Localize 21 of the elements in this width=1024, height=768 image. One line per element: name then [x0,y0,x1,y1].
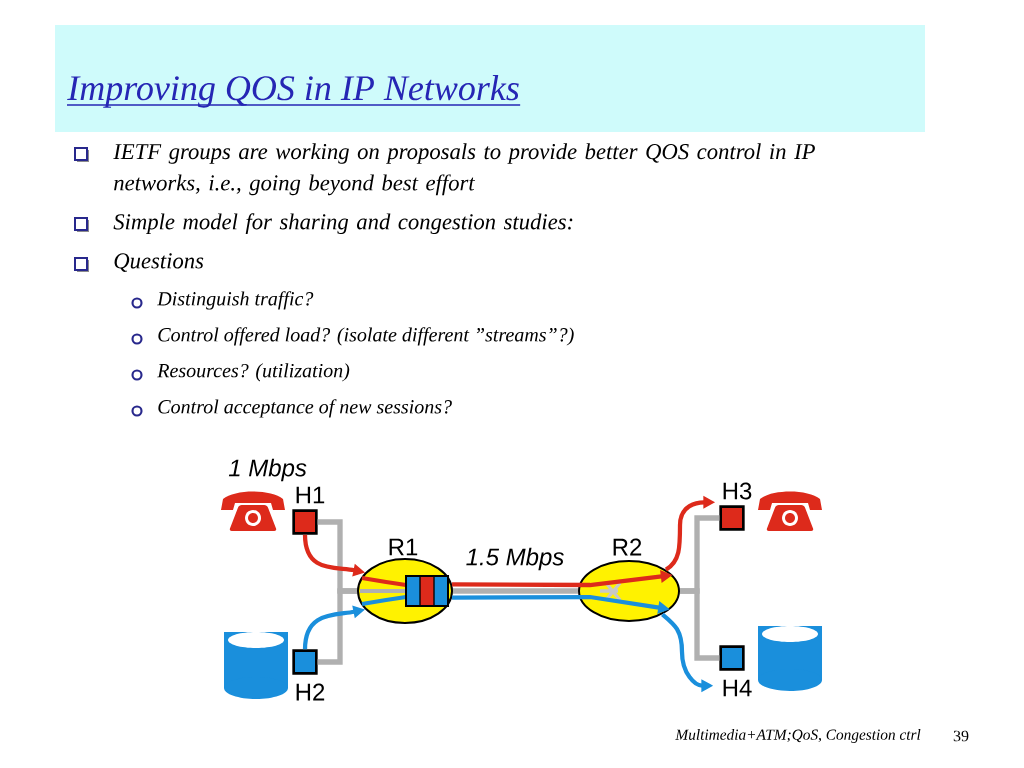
rate-label: 1 Mbps [228,458,307,482]
router-label: R2 [613,538,642,556]
bullet-text: IETF groups are working on proposals to provide better QOS control in IP networks, i.e., going beyond best effort [113,143,815,196]
router-label: R1 [389,538,418,556]
host-label: H4 [723,679,752,697]
bullet-text: Questions [114,253,204,272]
edge-label: 1.5 Mbps [464,546,566,572]
host-label: H3 [723,482,752,500]
host-label: H2 [296,683,325,701]
bullet-text: Control offered load? (isolate different ”streams”?) [158,327,574,346]
bullet-text: Simple model for sharing and congestion studies: [113,213,573,235]
bullet-text: Control acceptance of new sessions? [158,399,452,418]
page-number: 39 [953,730,969,742]
link-line [317,588,357,665]
link-line [680,588,720,661]
slide-title: Improving QOS in IP Networks [66,75,521,108]
bullet-text: Resources? (utilization) [157,363,350,382]
host-label: H1 [296,486,325,504]
bullet-text: Distinguish traffic? [157,291,314,310]
link-line [453,588,578,594]
footer-text: Multimedia+ATM;QoS, Congestion ctrl [675,729,921,743]
